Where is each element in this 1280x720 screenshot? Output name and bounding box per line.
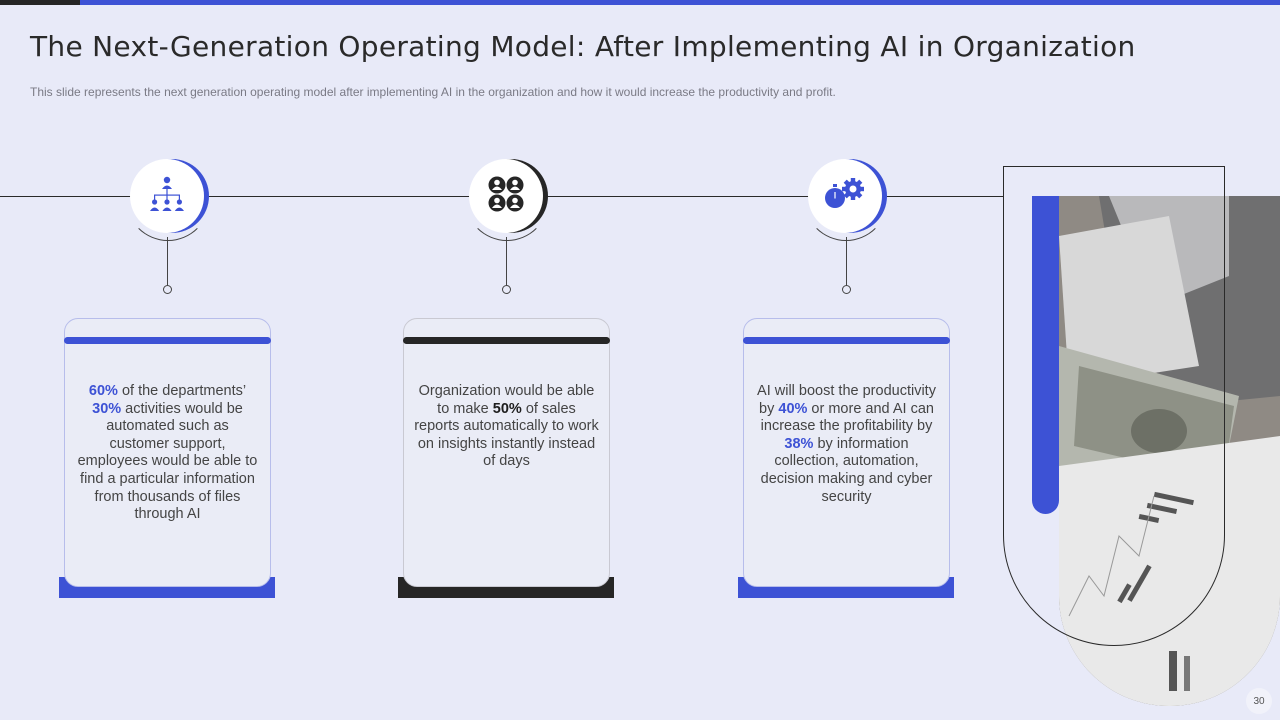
- step-1-dot: [163, 285, 172, 294]
- step-3-card: AI will boost the productivity by 40% or…: [743, 318, 950, 587]
- step-3-description: AI will boost the productivity by 40% or…: [754, 383, 939, 506]
- highlight-value: 38%: [784, 435, 814, 452]
- description-text: Organization would be able to make: [418, 383, 595, 417]
- description-text: activities would be automated such as cu…: [77, 400, 258, 523]
- step-1-icon-circle: [130, 159, 204, 233]
- step-2-dot: [502, 285, 511, 294]
- highlight-value: 60%: [88, 383, 118, 399]
- team-group-icon: [487, 175, 525, 218]
- slide-subtitle: This slide represents the next generatio…: [30, 85, 836, 99]
- step-2-card: Organization would be able to make 50% o…: [403, 318, 610, 587]
- icon-arc: [126, 157, 210, 241]
- slide-title: The Next-Generation Operating Model: Aft…: [30, 30, 1136, 63]
- highlight-value: 50%: [492, 400, 522, 417]
- step-2-connector: [506, 237, 507, 289]
- description-text: of the departments’: [117, 383, 247, 399]
- description-text: of sales reports automatically to work o…: [414, 400, 599, 470]
- highlight-value: 40%: [778, 400, 808, 417]
- step-3-icon-circle: [808, 159, 882, 233]
- stopwatch-gear-icon: [824, 175, 866, 218]
- top-dark-bar: [0, 0, 80, 5]
- step-1-connector: [167, 237, 168, 289]
- org-chart-icon: [148, 175, 186, 218]
- description-text: or more and AI can increase the profitab…: [760, 400, 934, 435]
- photo-outline-frame: [1003, 166, 1225, 646]
- step-3-connector: [846, 237, 847, 289]
- step-1-card: 60% of the departments’ 30% activities w…: [64, 318, 271, 587]
- step-2-description: Organization would be able to make 50% o…: [414, 383, 599, 471]
- highlight-value: 30%: [92, 400, 122, 417]
- page-number: 30: [1246, 688, 1272, 714]
- card-header-bar: [64, 337, 271, 344]
- top-accent-bar: [0, 0, 1280, 5]
- card-header-bar: [743, 337, 950, 344]
- icon-arc: [465, 157, 549, 241]
- description-text: AI will boost the productivity by: [757, 383, 936, 417]
- step-3-dot: [842, 285, 851, 294]
- step-1-description: 60% of the departments’ 30% activities w…: [75, 383, 260, 524]
- description-text: by information collection, automation, d…: [760, 435, 933, 505]
- card-header-bar: [403, 337, 610, 344]
- step-2-icon-circle: [469, 159, 543, 233]
